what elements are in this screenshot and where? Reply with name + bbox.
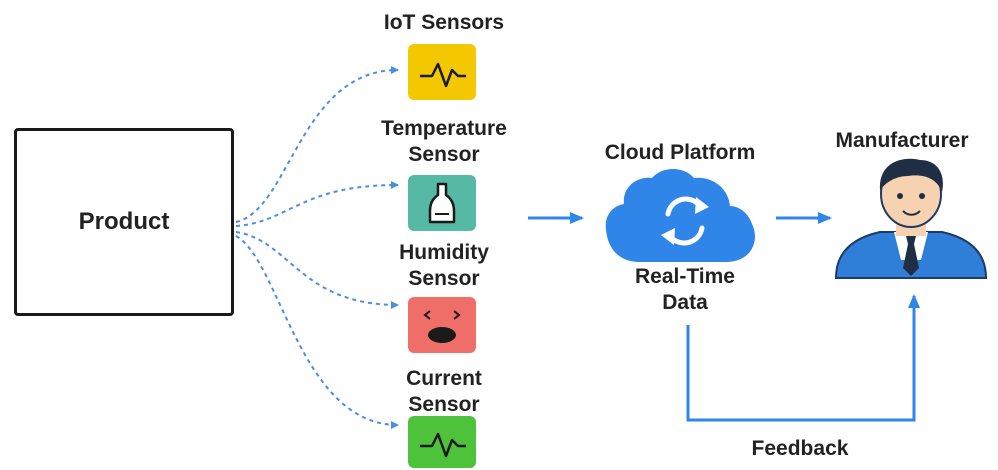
current-label-line1: Current <box>406 367 482 390</box>
pulse-icon <box>408 44 476 100</box>
real-time-caption-line1: Real-Time <box>635 265 735 288</box>
product-box: Product <box>14 128 234 316</box>
feedback-loop <box>686 294 920 422</box>
feedback-label: Feedback <box>751 437 849 460</box>
sync-arrowhead-bottom <box>661 228 675 245</box>
cloud-platform-title: Cloud Platform <box>604 141 756 164</box>
droplet-icon <box>408 297 476 353</box>
manufacturer-title: Manufacturer <box>835 129 969 152</box>
connector-current <box>235 235 399 429</box>
connector-humidity <box>235 231 399 309</box>
real-time-data-caption: Real-Time Data <box>600 264 770 316</box>
humidity-label-line2: Sensor <box>408 267 480 290</box>
cloud-icon <box>605 169 755 262</box>
humidity-sensor-label: Humidity Sensor <box>352 240 536 292</box>
current-label-line2: Sensor <box>408 393 480 416</box>
bottle-icon <box>408 175 476 231</box>
person-icon <box>834 158 988 279</box>
iot-sensors-label-line1: IoT Sensors <box>383 11 505 34</box>
humidity-tile <box>408 297 476 353</box>
temperature-label-line1: Temperature <box>381 117 507 140</box>
current-sensor-label: Current Sensor <box>352 366 536 418</box>
sync-arrowhead-top <box>695 197 709 214</box>
real-time-caption-line2: Data <box>662 291 708 314</box>
temperature-sensor-label: Temperature Sensor <box>352 116 536 168</box>
iot-sensors-label: IoT Sensors <box>352 10 536 36</box>
humidity-label-line1: Humidity <box>399 241 489 264</box>
product-label: Product <box>78 208 170 235</box>
connector-iot <box>235 66 399 223</box>
temperature-label-line2: Sensor <box>408 143 480 166</box>
connector-temperature <box>235 181 399 227</box>
pulse-icon <box>408 416 476 468</box>
product-sensor-connectors <box>235 66 399 429</box>
